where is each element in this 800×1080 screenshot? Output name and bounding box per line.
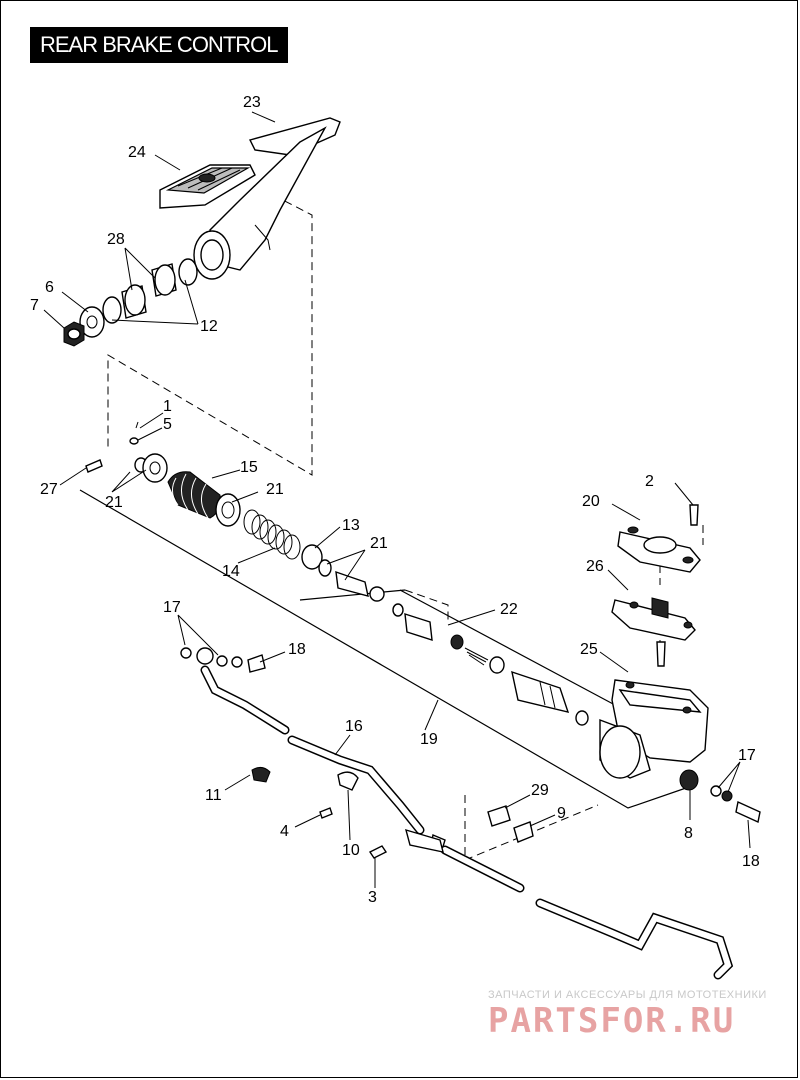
- callout-10: 10: [342, 842, 360, 859]
- callout-11: 11: [205, 787, 222, 804]
- callout-21-c: 21: [370, 535, 388, 552]
- callout-18-b: 18: [742, 853, 760, 870]
- brake-pedal: [159, 117, 341, 280]
- callout-4: 4: [280, 823, 289, 840]
- retaining-rings: [301, 544, 332, 577]
- assembly-outline-lines: [79, 489, 687, 809]
- callout-21-a: 21: [105, 494, 123, 511]
- callout-1: 1: [163, 398, 172, 415]
- pivot-bushings: [63, 258, 198, 347]
- callout-17-b: 17: [738, 747, 756, 764]
- diagram-title: REAR BRAKE CONTROL: [30, 27, 288, 63]
- callout-22: 22: [500, 601, 518, 618]
- master-cylinder-internals: [335, 570, 589, 726]
- callout-27: 27: [40, 481, 58, 498]
- master-cylinder-body: [599, 679, 709, 779]
- reservoir-cover: [611, 504, 701, 667]
- callout-leaders: [43, 111, 751, 888]
- callout-17-a: 17: [163, 599, 181, 616]
- callout-12: 12: [200, 318, 218, 335]
- watermark-subtitle: ЗАПЧАСТИ И АКСЕССУАРЫ ДЛЯ МОТОТЕХНИКИ: [488, 989, 767, 1001]
- callout-28: 28: [107, 231, 125, 248]
- callout-3: 3: [368, 889, 377, 906]
- pedal-pad: [165, 167, 251, 194]
- callout-6: 6: [45, 279, 54, 296]
- callout-9: 9: [557, 805, 566, 822]
- callout-15: 15: [240, 459, 258, 476]
- callout-13: 13: [342, 517, 360, 534]
- clevis-parts: [85, 421, 168, 483]
- return-spring: [243, 509, 301, 560]
- callout-29: 29: [531, 782, 549, 799]
- callout-26: 26: [586, 558, 604, 575]
- hose-hardware: [251, 766, 534, 859]
- callout-20: 20: [582, 493, 600, 510]
- callout-labels: 23 24 28 12 6 7 1 5 27 21 15 21 14 13 21…: [30, 94, 760, 906]
- callout-19: 19: [420, 731, 438, 748]
- callout-8: 8: [684, 825, 693, 842]
- callout-23: 23: [243, 94, 261, 111]
- watermark: ЗАПЧАСТИ И АКСЕССУАРЫ ДЛЯ МОТОТЕХНИКИ PA…: [488, 989, 767, 1041]
- callout-14: 14: [222, 563, 240, 580]
- callout-18-a: 18: [288, 641, 306, 658]
- callout-21-b: 21: [266, 481, 284, 498]
- pushrod-boot: [167, 471, 241, 527]
- watermark-brand: PARTSFOR.RU: [488, 1001, 735, 1041]
- callout-24: 24: [128, 144, 146, 161]
- brake-hoses: [200, 665, 734, 980]
- callout-16: 16: [345, 718, 363, 735]
- callout-2: 2: [645, 473, 654, 490]
- callout-25: 25: [580, 641, 598, 658]
- callout-5: 5: [163, 416, 172, 433]
- callout-7: 7: [30, 297, 39, 314]
